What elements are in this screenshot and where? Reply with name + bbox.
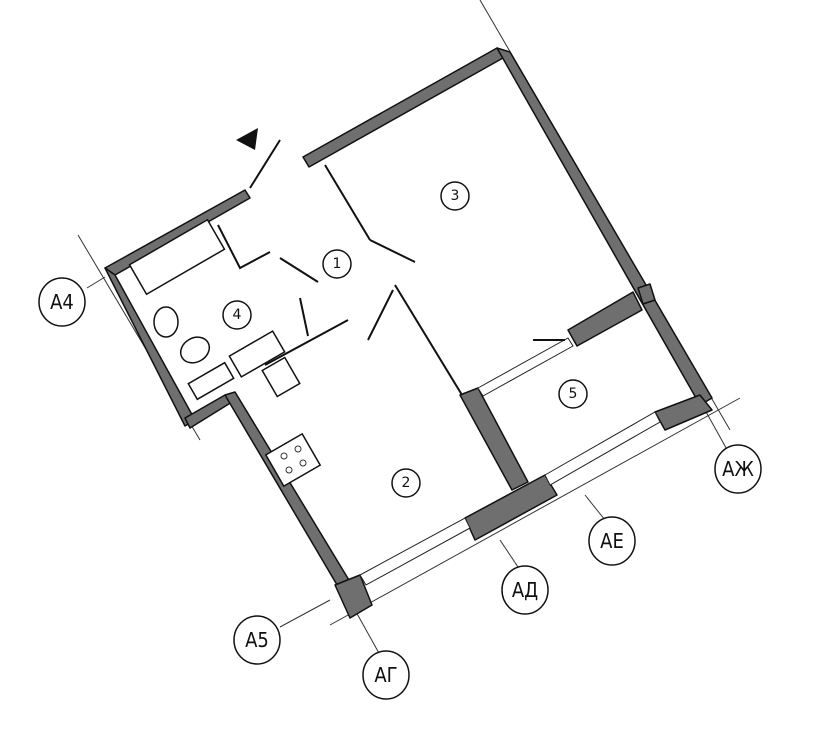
axis-label: А5 [245,628,269,652]
windows [359,337,661,586]
toilet [179,336,211,364]
axis-label: АЖ [722,457,754,481]
axis-ad: АД [501,565,549,615]
room-2: 2 [391,468,421,498]
room-labels: 1 2 3 4 5 [222,181,588,498]
axis-label: АГ [374,663,397,687]
axis-azh: АЖ [714,444,762,494]
walls [104,47,713,619]
axis-a4: А4 [38,277,86,327]
bathtub [128,218,226,296]
counter [228,330,286,378]
washer [187,361,235,401]
room-number: 2 [402,475,411,491]
room-3: 3 [440,181,470,211]
entrance-arrow-icon [236,128,258,150]
stove [264,432,322,488]
fixtures [128,218,322,488]
axis-ae: АЕ [588,516,636,566]
axis-label: АЕ [600,529,624,553]
axis-labels: А4 А5 АГ АД АЕ АЖ [38,277,762,700]
axis-ag: АГ [362,650,410,700]
axis-label: АД [512,578,538,602]
room-5: 5 [558,379,588,409]
axis-label: А4 [50,290,74,314]
room-number: 5 [569,386,578,402]
room-4: 4 [222,300,252,330]
kitchen-sink [261,356,301,398]
room-number: 3 [451,188,460,204]
sink [153,306,179,338]
partitions [217,139,565,396]
room-number: 1 [333,256,342,272]
room-number: 4 [233,307,242,323]
room-1: 1 [322,249,352,279]
axis-a5: А5 [233,615,281,665]
